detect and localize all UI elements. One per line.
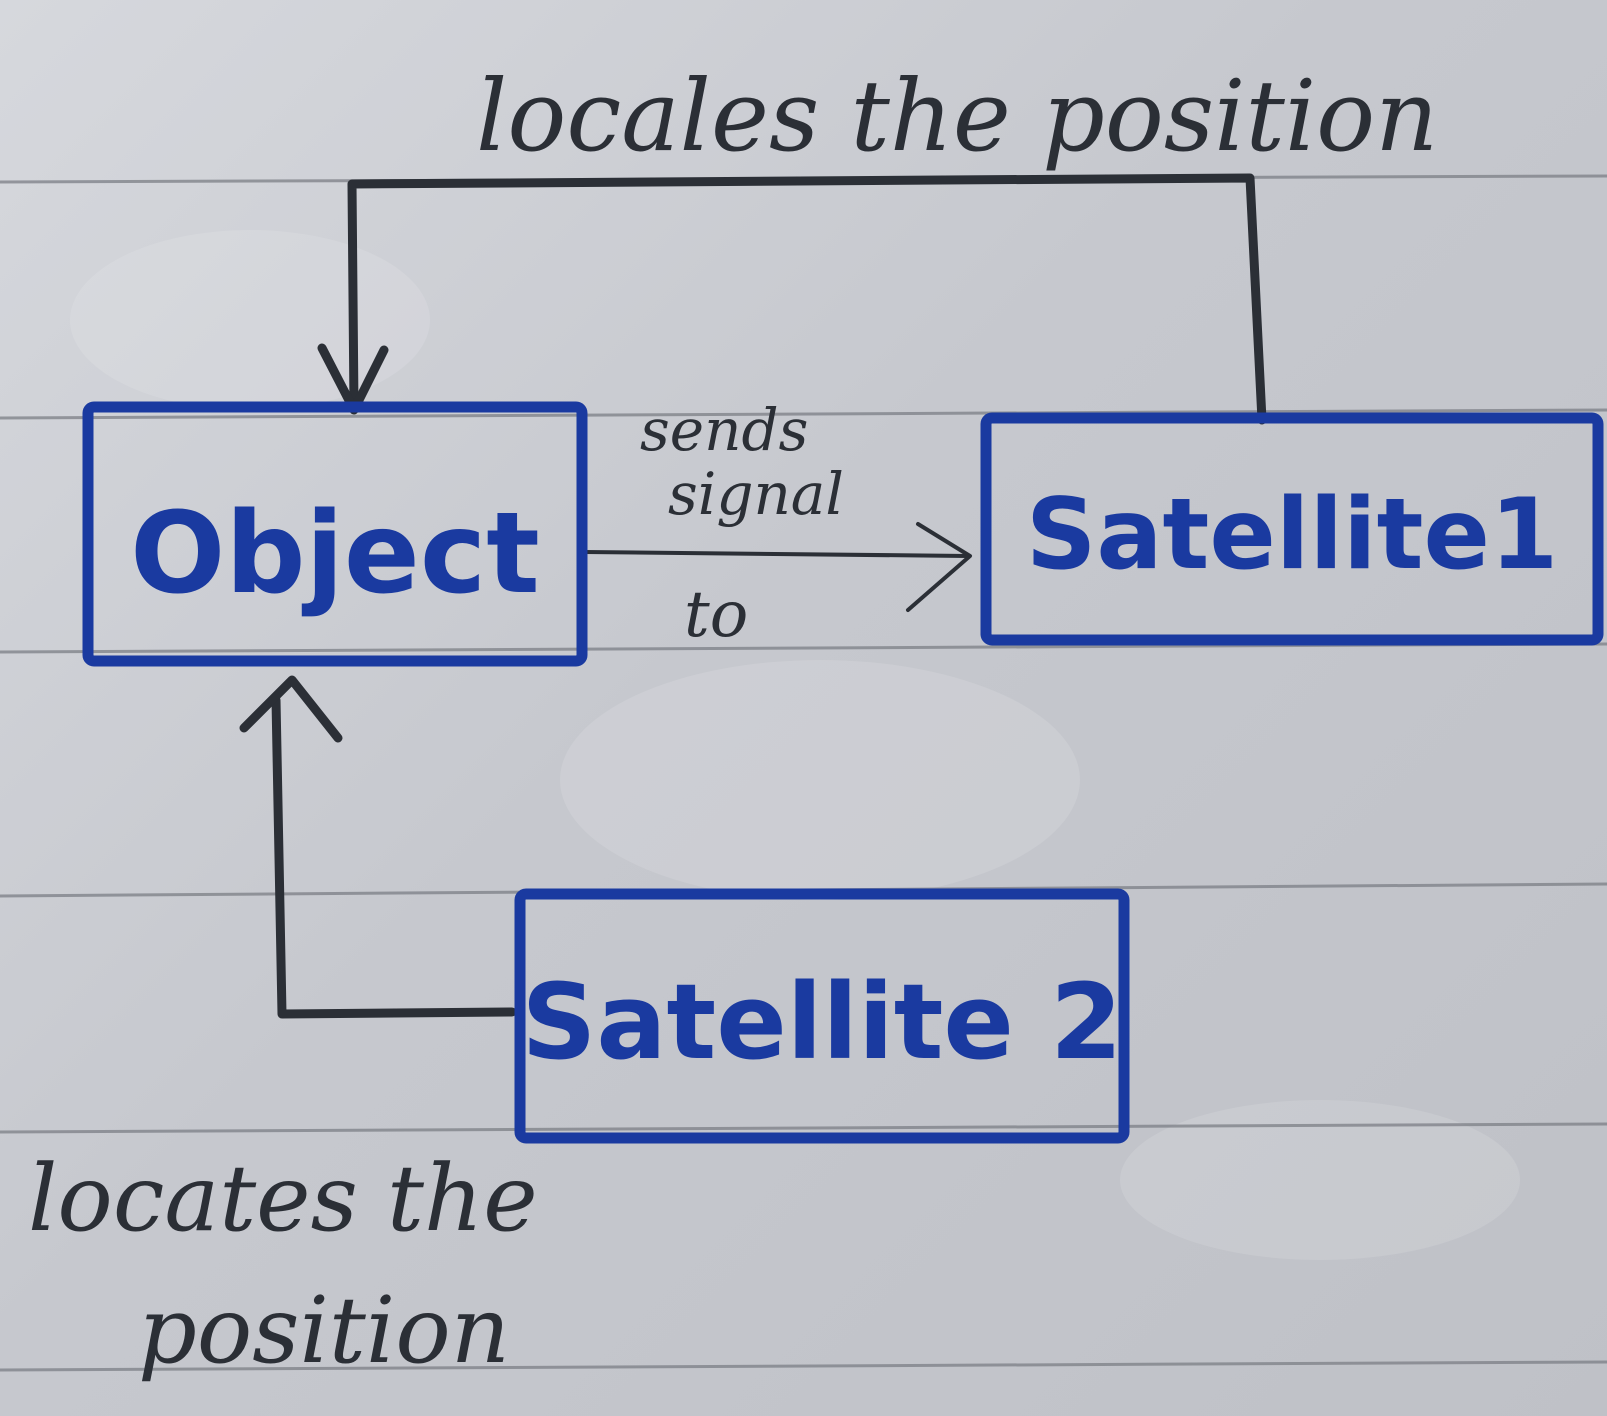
signal-arrowhead (906, 522, 972, 612)
satellite2-label: Satellite 2 (521, 961, 1122, 1083)
paper-texture (560, 660, 1080, 900)
signal-arrow (582, 550, 970, 558)
ruled-line (0, 1122, 1607, 1134)
satellite2-box (514, 888, 1130, 1144)
bottom-connector-arrowhead (239, 675, 343, 743)
satellite1-label: Satellite1 (1026, 478, 1558, 592)
bottom-connector-arrow (271, 695, 517, 1019)
object-label: Object (130, 489, 540, 619)
paper-texture (70, 230, 430, 410)
signal-label-line3: to (684, 578, 748, 652)
object-box (82, 401, 588, 667)
signal-label-line2: signal (668, 460, 844, 528)
satellite1-box (980, 412, 1604, 646)
bottom-edge-label-line2: position (138, 1277, 510, 1384)
signal-label-line1: sends (640, 396, 808, 464)
top-connector-arrow (347, 173, 1267, 425)
ruled-line (0, 1360, 1607, 1372)
bottom-edge-label-line1: locates the (28, 1145, 538, 1252)
top-edge-label: locales the position (476, 60, 1438, 174)
paper-texture (1120, 1100, 1520, 1260)
ruled-line (0, 408, 1607, 420)
